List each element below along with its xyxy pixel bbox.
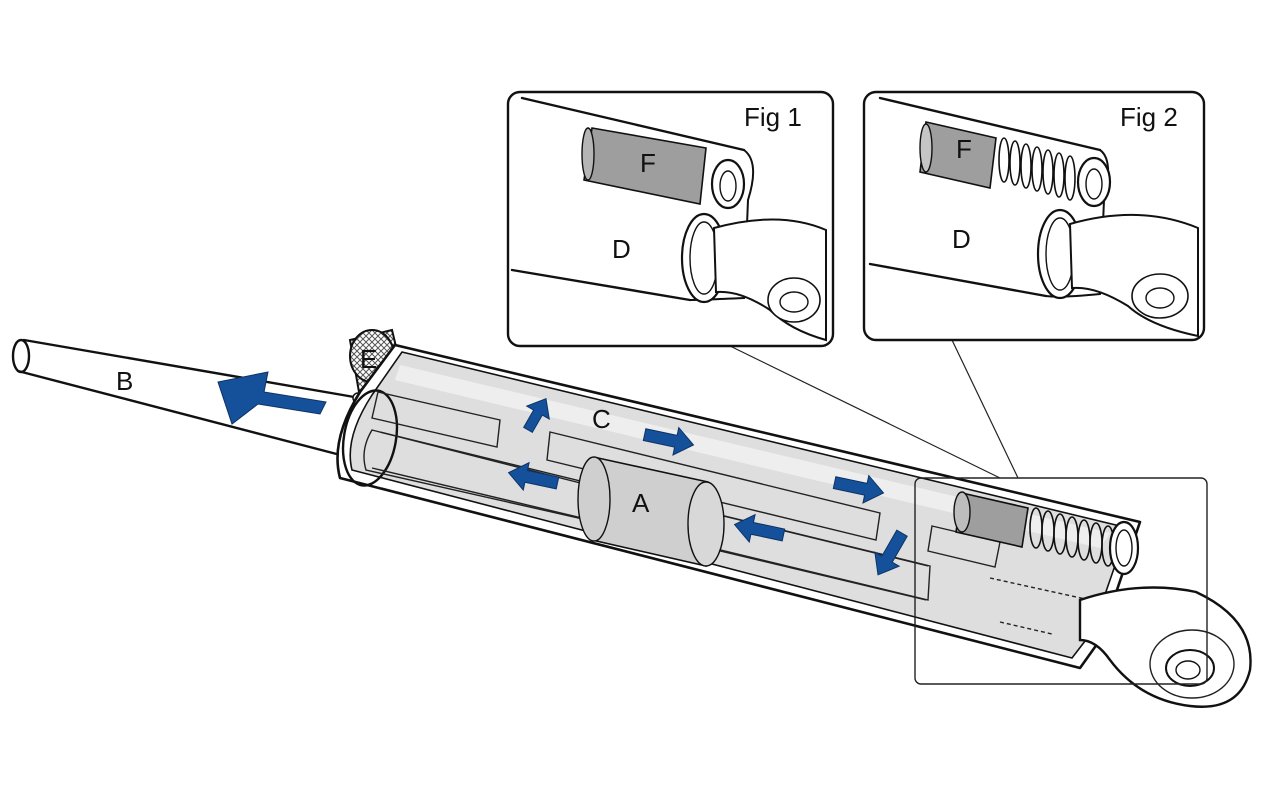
label-f-fig1: F [640,148,656,178]
label-b: B [116,366,133,396]
label-d-fig2: D [952,224,971,254]
rod-end-fig1 [680,212,827,342]
flow-arrow-left-1 [507,461,560,492]
flow-arrow-up [522,397,550,434]
spring-fig2 [998,137,1076,201]
inset-fig1: Fig 1 F D [506,90,835,348]
label-f-fig2: F [956,134,972,164]
eye-mount [1078,586,1252,708]
label-fig1: Fig 1 [744,102,802,132]
detail-zoom-box [914,477,1208,685]
flow-arrow-right-1 [642,426,695,456]
spring [1029,507,1115,567]
rod-end-fig2 [1036,208,1199,338]
flow-arrow-down [874,529,908,576]
label-fig2: Fig 2 [1120,102,1178,132]
flow-arrows [217,371,908,576]
rod-direction-arrow [217,371,327,425]
flow-arrow-left-2 [733,513,786,544]
check-ball-f-fig1 [581,127,707,205]
piston-rod [11,338,362,460]
leader-line-fig1 [729,345,1001,479]
end-cap-detail [953,491,1140,635]
check-ball-f-fig2 [919,121,997,189]
label-e: E [360,344,377,374]
flow-arrow-right-2 [832,474,885,504]
inset-fig2: Fig 2 F D [862,90,1206,342]
leader-line-fig2 [951,339,1019,479]
label-d-fig1: D [612,234,631,264]
label-c: C [592,404,611,434]
piston [577,456,725,567]
label-a: A [632,488,650,518]
